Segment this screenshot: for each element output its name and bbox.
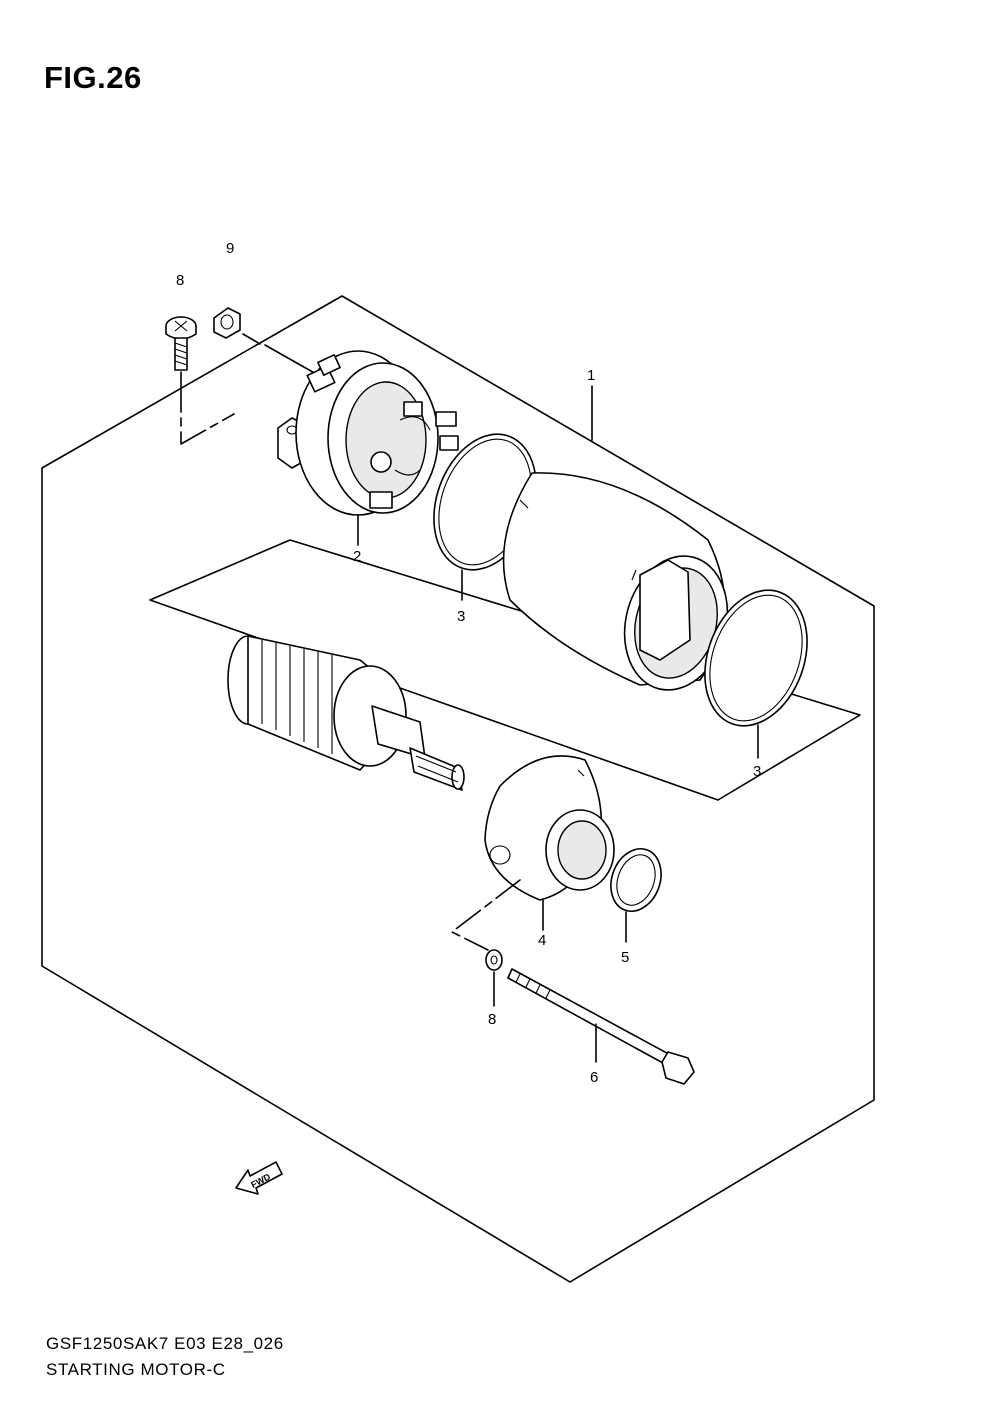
part-7-washer[interactable]: [485, 949, 503, 1007]
part-1-yoke[interactable]: [502, 385, 742, 702]
diagram-caption: STARTING MOTOR-C: [46, 1360, 226, 1379]
part-4-front-housing[interactable]: [451, 755, 615, 951]
callout-label-5: 5: [621, 949, 629, 966]
fwd-arrow-icon: FWD: [235, 1161, 283, 1195]
callout-label-3-upper: 3: [457, 608, 465, 625]
part-6-through-bolt[interactable]: [507, 968, 695, 1085]
callout-label-1: 1: [587, 367, 595, 384]
part-3-o-ring-lower[interactable]: [687, 576, 825, 759]
part-8-bolt[interactable]: [165, 316, 235, 445]
callout-label-3-lower: 3: [753, 763, 761, 780]
armature: [227, 635, 465, 791]
diagram-code: GSF1250SAK7 E03 E28_026: [46, 1334, 284, 1353]
callout-label-9: 9: [226, 240, 234, 257]
callout-labels: 9 8 1 2 3 3 4 5 8 6: [176, 240, 761, 1086]
part-5-o-ring[interactable]: [603, 842, 670, 943]
figure-title: FIG.26: [44, 60, 142, 95]
assembly-outline: [41, 295, 875, 1283]
callout-label-6: 6: [590, 1069, 598, 1086]
callout-label-8: 8: [176, 272, 184, 289]
callout-label-2: 2: [353, 548, 361, 565]
part-2-brush-holder[interactable]: [264, 344, 459, 546]
callout-label-7: 8: [488, 1011, 496, 1028]
part-9-nut[interactable]: [213, 307, 261, 345]
callout-label-4: 4: [538, 932, 546, 949]
